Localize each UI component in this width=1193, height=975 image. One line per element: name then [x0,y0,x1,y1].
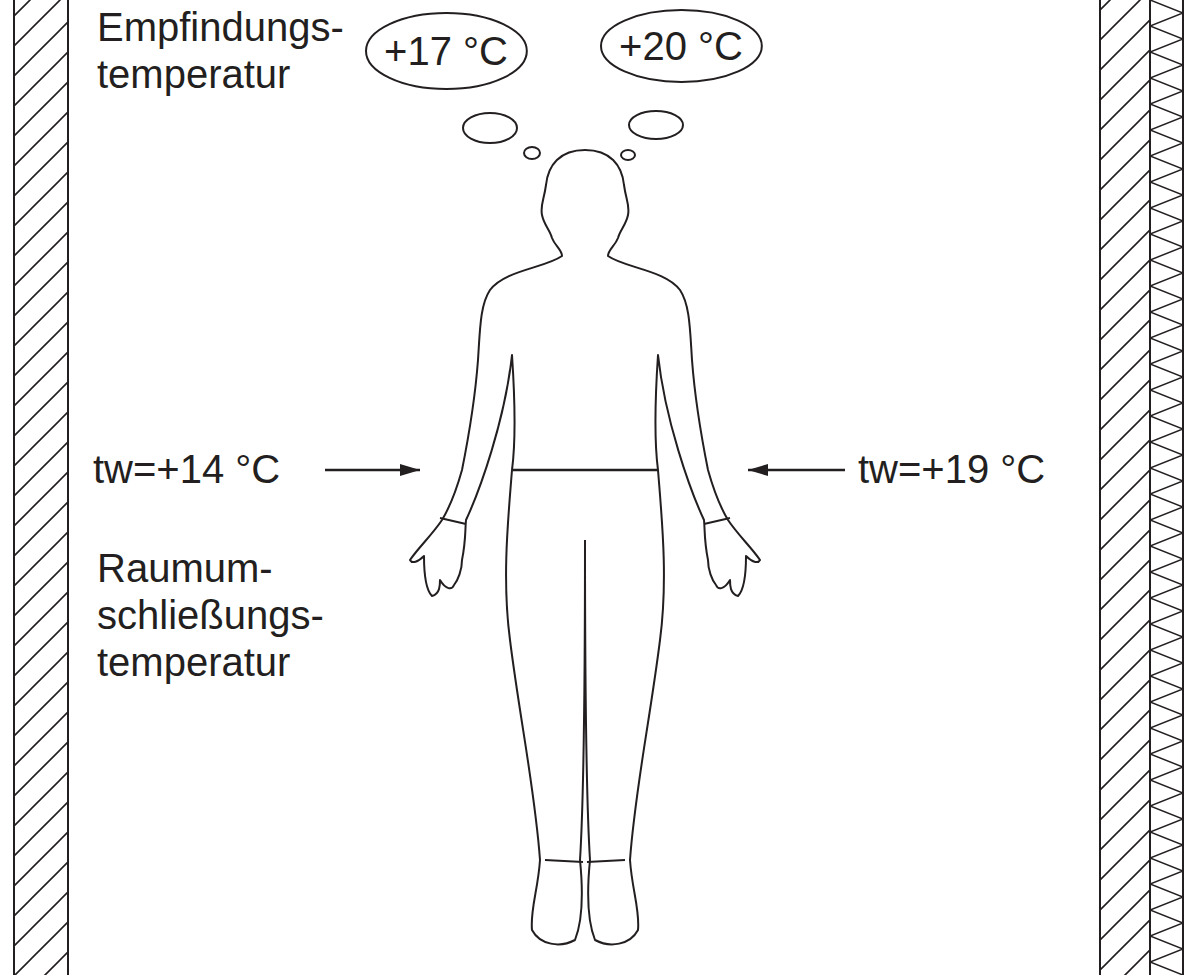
temperature-value: +17 °C [384,29,508,74]
wall-edge [1182,0,1184,975]
temperature-label: tw=+14 °C [93,446,280,493]
thought-bubble [524,147,540,159]
thought-bubble [621,150,635,160]
heat-arrow [325,469,420,472]
thought-ellipse: +20 °C [600,9,763,83]
wall-hatch [14,0,68,975]
thought-bubble [629,111,683,139]
wall-edge [67,0,69,975]
thought-bubble [463,113,517,143]
caption-label: Empfindungs- temperatur [97,4,344,98]
heat-arrow [748,469,845,472]
thought-ellipse: +17 °C [365,12,528,90]
wall-edge [1149,0,1151,975]
person-figure [410,150,760,944]
temperature-value: +20 °C [619,24,743,69]
insulation-layer [1150,0,1183,975]
caption-label: Raumum- schließungs- temperatur [97,545,324,686]
wall-hatch [1100,0,1150,975]
wall-edge [1099,0,1101,975]
wall-edge [13,0,15,975]
temperature-label: tw=+19 °C [858,446,1045,493]
